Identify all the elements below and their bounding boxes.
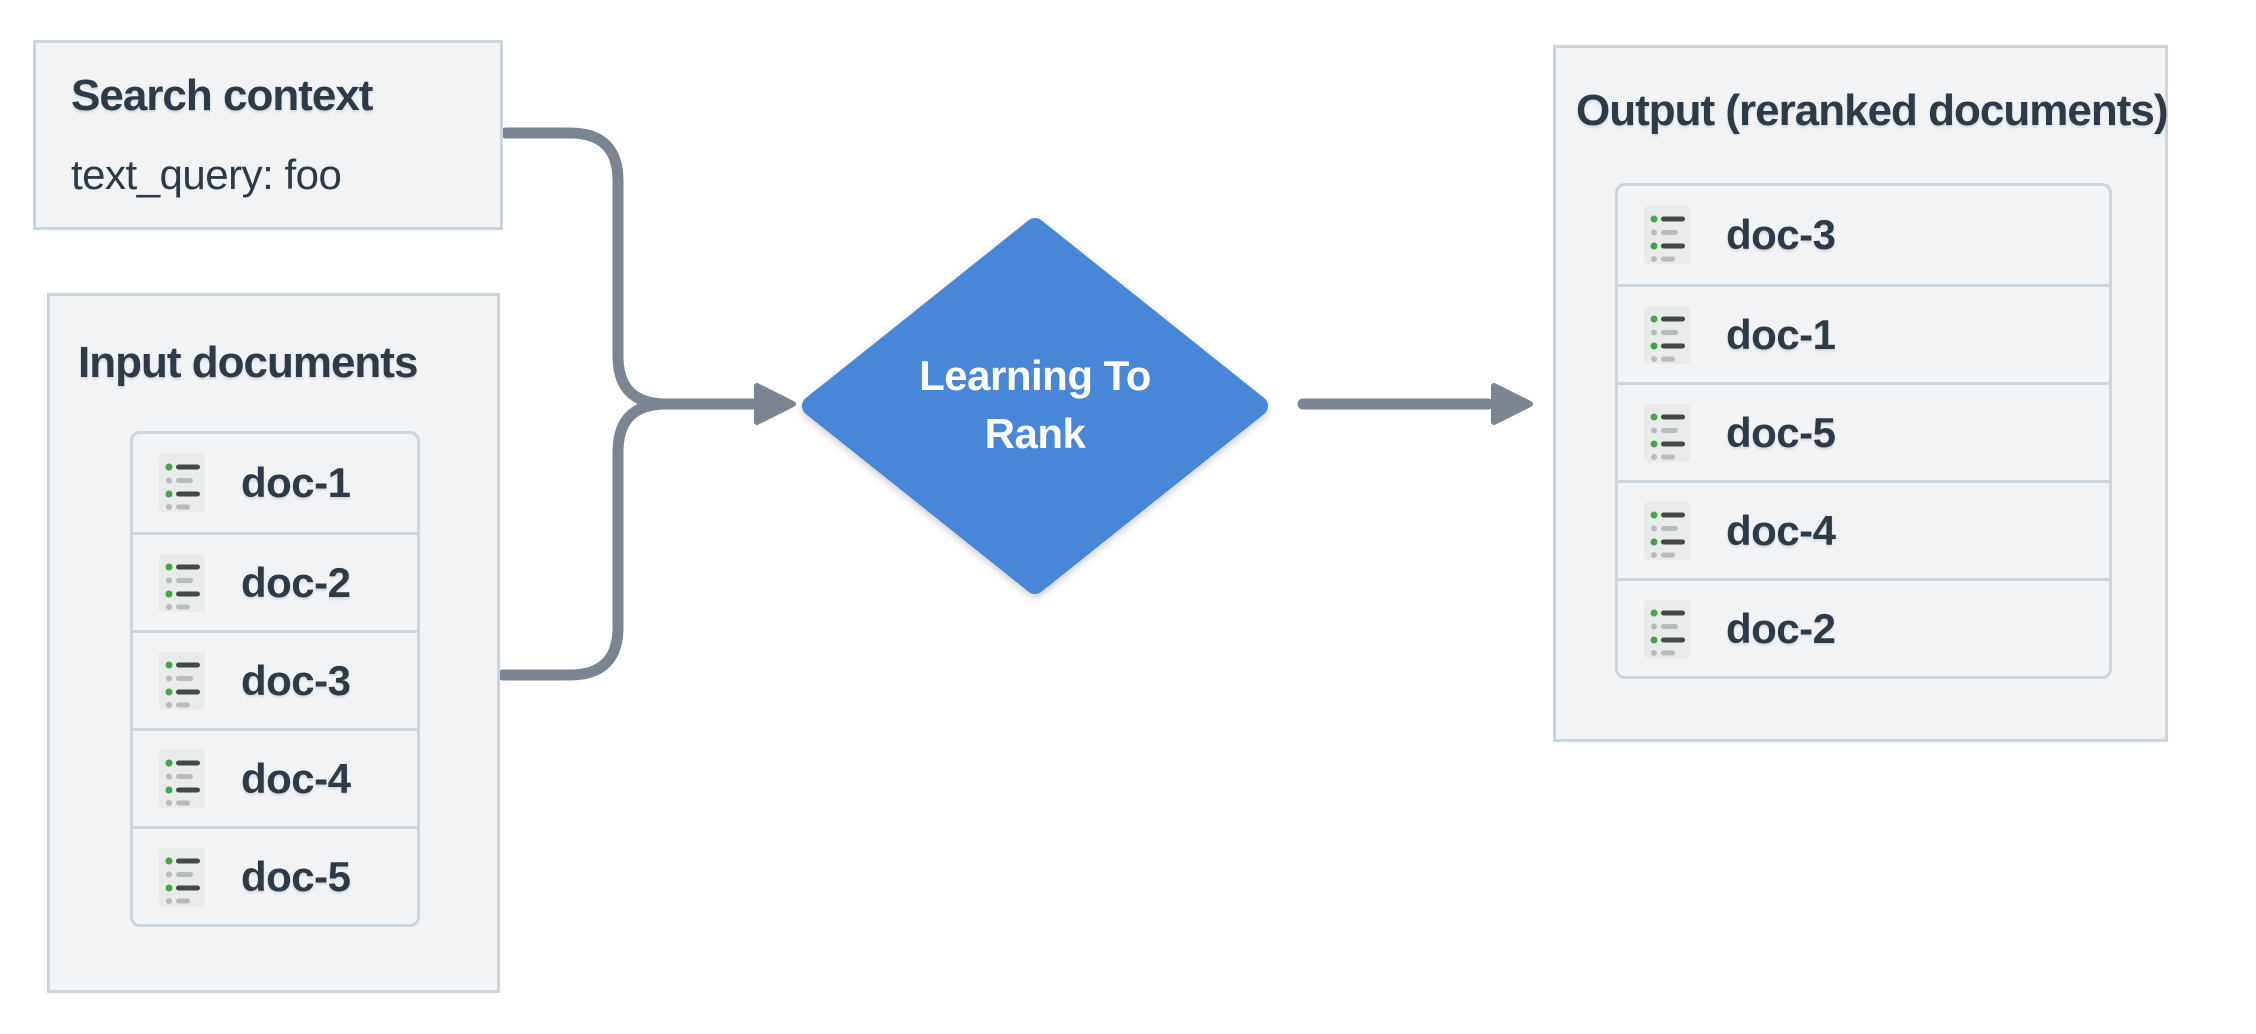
document-list-icon: [159, 454, 205, 512]
connector-search-to-merge: [500, 127, 672, 410]
document-list-icon: [159, 749, 205, 808]
doc-item: doc-2: [1618, 578, 2109, 676]
list-icon-glyph: [1644, 599, 1690, 658]
document-list-icon: [159, 553, 205, 612]
document-list-icon: [1644, 206, 1690, 264]
output-documents-title: Output (reranked documents): [1576, 86, 2168, 135]
doc-item: doc-5: [1618, 382, 2109, 480]
doc-label: doc-2: [241, 558, 351, 606]
doc-item: doc-4: [1618, 480, 2109, 578]
doc-item: doc-1: [1618, 284, 2109, 382]
input-documents-list: doc-1 doc-2 doc-3: [130, 431, 420, 927]
doc-label: doc-1: [241, 459, 351, 506]
doc-item: doc-4: [133, 728, 417, 826]
output-documents-list: doc-3 doc-1 doc-5: [1615, 183, 2112, 679]
input-documents-box: Input documents doc-1 doc-2: [47, 293, 500, 993]
learning-to-rank-diamond: Learning To Rank: [802, 218, 1268, 594]
document-list-icon: [1644, 305, 1690, 364]
doc-item: doc-5: [133, 826, 417, 924]
search-context-title: Search context: [71, 71, 373, 120]
list-icon-glyph: [159, 454, 205, 512]
document-list-icon: [1644, 403, 1690, 462]
list-icon-glyph: [1644, 403, 1690, 462]
search-query-text: text_query: foo: [71, 151, 342, 198]
diamond-label-line2: Rank: [985, 410, 1087, 457]
doc-label: doc-4: [241, 754, 351, 802]
doc-label: doc-3: [241, 656, 351, 704]
arrowhead-into-output: [1491, 383, 1533, 425]
diamond-shape: [802, 218, 1268, 594]
doc-item: doc-3: [1618, 186, 2109, 284]
doc-label: doc-3: [1726, 211, 1836, 258]
doc-item: doc-3: [133, 630, 417, 728]
doc-label: doc-2: [1726, 604, 1836, 652]
document-list-icon: [159, 651, 205, 710]
doc-item: doc-1: [133, 434, 417, 532]
arrowhead-into-diamond: [754, 383, 796, 425]
doc-label: doc-5: [241, 852, 351, 900]
doc-label: doc-1: [1726, 310, 1836, 358]
list-icon-glyph: [159, 847, 205, 906]
list-icon-glyph: [1644, 206, 1690, 264]
doc-label: doc-5: [1726, 408, 1836, 456]
diamond-label-line1: Learning To: [919, 352, 1151, 399]
input-documents-title: Input documents: [78, 338, 418, 387]
output-documents-box: Output (reranked documents) doc-3 do: [1553, 45, 2168, 742]
document-list-icon: [1644, 501, 1690, 560]
list-icon-glyph: [159, 651, 205, 710]
document-list-icon: [1644, 599, 1690, 658]
list-icon-glyph: [1644, 501, 1690, 560]
connector-input-to-merge: [497, 398, 672, 681]
doc-item: doc-2: [133, 532, 417, 630]
doc-label: doc-4: [1726, 506, 1836, 554]
list-icon-glyph: [159, 749, 205, 808]
search-context-box: Search context text_query: foo: [33, 40, 503, 230]
list-icon-glyph: [1644, 305, 1690, 364]
list-icon-glyph: [159, 553, 205, 612]
document-list-icon: [159, 847, 205, 906]
